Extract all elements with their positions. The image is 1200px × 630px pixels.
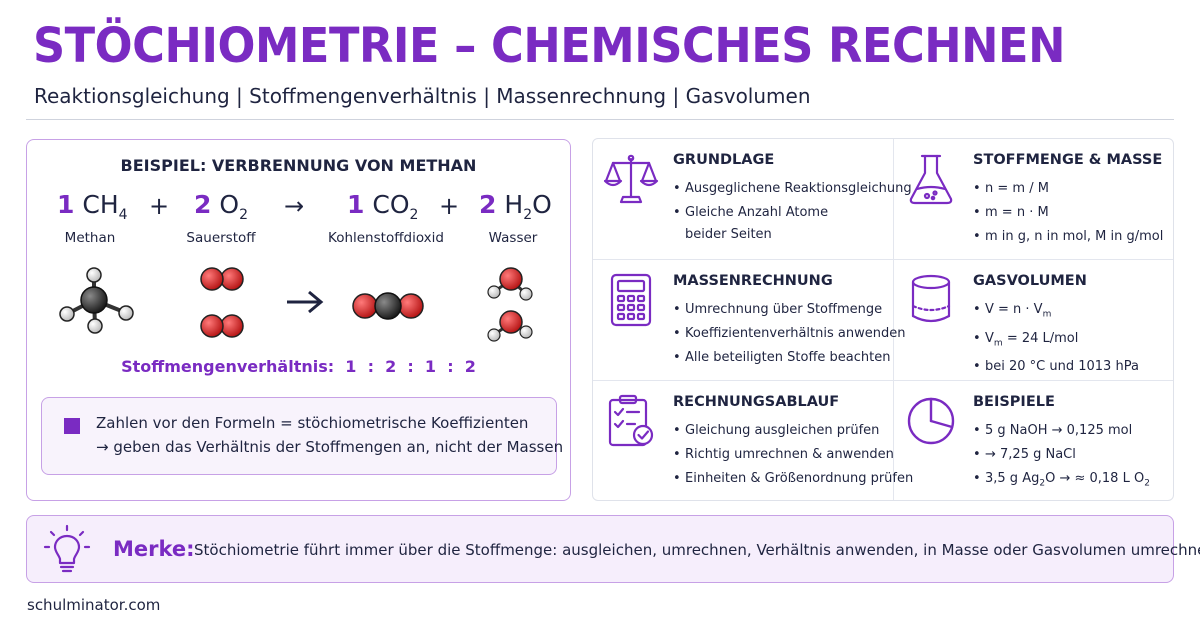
coefficient-note: Zahlen vor den Formeln = stöchiometrisch… <box>41 397 563 475</box>
note-square-icon <box>64 418 80 434</box>
molecule-illustrations <box>59 267 533 342</box>
reaction-arrow-icon <box>287 290 324 314</box>
card-stoffmenge-title: STOFFMENGE & MASSE <box>973 152 1163 168</box>
equation-plus-1: + <box>149 192 170 220</box>
equation-plus-2: + <box>439 192 460 220</box>
info-grid: GRUNDLAGE •Ausgeglichene Reaktionsgleich… <box>592 138 1174 501</box>
card-beispiele: BEISPIELE •5 g NaOH → 0,125 mol •→ 7,25 … <box>893 381 1183 501</box>
name-co2: Kohlenstoffdioxid <box>328 230 444 246</box>
name-water: Wasser <box>488 230 538 246</box>
name-oxygen: Sauerstoff <box>186 230 256 246</box>
equation-arrow: → <box>284 192 305 220</box>
card-rechnungsablauf-title: RECHNUNGSABLAUF <box>673 394 840 410</box>
card-massenrechnung: MASSENRECHNUNG •Umrechnung über Stoffmen… <box>593 260 905 380</box>
name-methane: Methan <box>64 230 116 246</box>
note-line-2: → geben das Verhältnis der Stoffmengen a… <box>96 438 564 456</box>
footer-site[interactable]: schulminator.com <box>27 596 161 614</box>
calculator-icon <box>610 273 652 327</box>
pie-chart-icon <box>907 397 955 445</box>
merke-bar: Merke: Stöchiometrie führt immer über di… <box>26 515 1200 583</box>
card-stoffmenge-list: •n = m / M •m = n · M •m in g, n in mol,… <box>973 181 1164 244</box>
flask-icon <box>909 154 953 205</box>
card-grundlage: GRUNDLAGE •Ausgeglichene Reaktionsgleich… <box>593 139 912 259</box>
card-gasvolumen-title: GASVOLUMEN <box>973 273 1087 289</box>
merke-label: Merke: <box>113 537 195 561</box>
card-massenrechnung-list: •Umrechnung über Stoffmenge •Koeffizient… <box>673 302 906 365</box>
card-rechnungsablauf-list: •Gleichung ausgleichen prüfen •Richtig u… <box>673 423 914 486</box>
page-subtitle: Reaktionsgleichung | Stoffmengenverhältn… <box>34 84 811 108</box>
co2-molecule-icon <box>352 292 424 320</box>
card-beispiele-list: •5 g NaOH → 0,125 mol •→ 7,25 g NaCl •3,… <box>973 423 1150 489</box>
oxygen-molecules-icon <box>200 267 244 338</box>
card-rechnungsablauf: RECHNUNGSABLAUF •Gleichung ausgleichen p… <box>593 381 913 501</box>
card-massenrechnung-title: MASSENRECHNUNG <box>673 273 833 289</box>
card-grundlage-title: GRUNDLAGE <box>673 152 775 168</box>
card-grundlage-list: •Ausgeglichene Reaktionsgleichung •Gleic… <box>673 181 912 242</box>
note-line-1: Zahlen vor den Formeln = stöchiometrisch… <box>96 414 529 432</box>
card-gasvolumen-list: •V = n · Vm •Vm = 24 L/mol •bei 20 °C un… <box>973 302 1139 375</box>
header-divider <box>26 119 1174 120</box>
page-title: STÖCHIOMETRIE – CHEMISCHES RECHNEN <box>33 18 1065 74</box>
card-beispiele-title: BEISPIELE <box>973 394 1055 410</box>
example-title: BEISPIEL: VERBRENNUNG VON METHAN <box>120 156 477 175</box>
mole-ratio: Stoffmengenverhältnis: 1 : 2 : 1 : 2 <box>121 357 476 376</box>
merke-text: Stöchiometrie führt immer über die Stoff… <box>194 541 1200 559</box>
card-gasvolumen: GASVOLUMEN •V = n · Vm •Vm = 24 L/mol •b… <box>893 260 1183 380</box>
card-stoffmenge: STOFFMENGE & MASSE •n = m / M •m = n · M… <box>893 139 1183 259</box>
cylinder-icon <box>911 274 951 323</box>
clipboard-check-icon <box>608 394 654 447</box>
methane-molecule-icon <box>59 267 134 334</box>
lightbulb-icon <box>43 524 91 573</box>
balance-scale-icon <box>603 154 659 204</box>
water-molecules-icon <box>487 267 533 342</box>
